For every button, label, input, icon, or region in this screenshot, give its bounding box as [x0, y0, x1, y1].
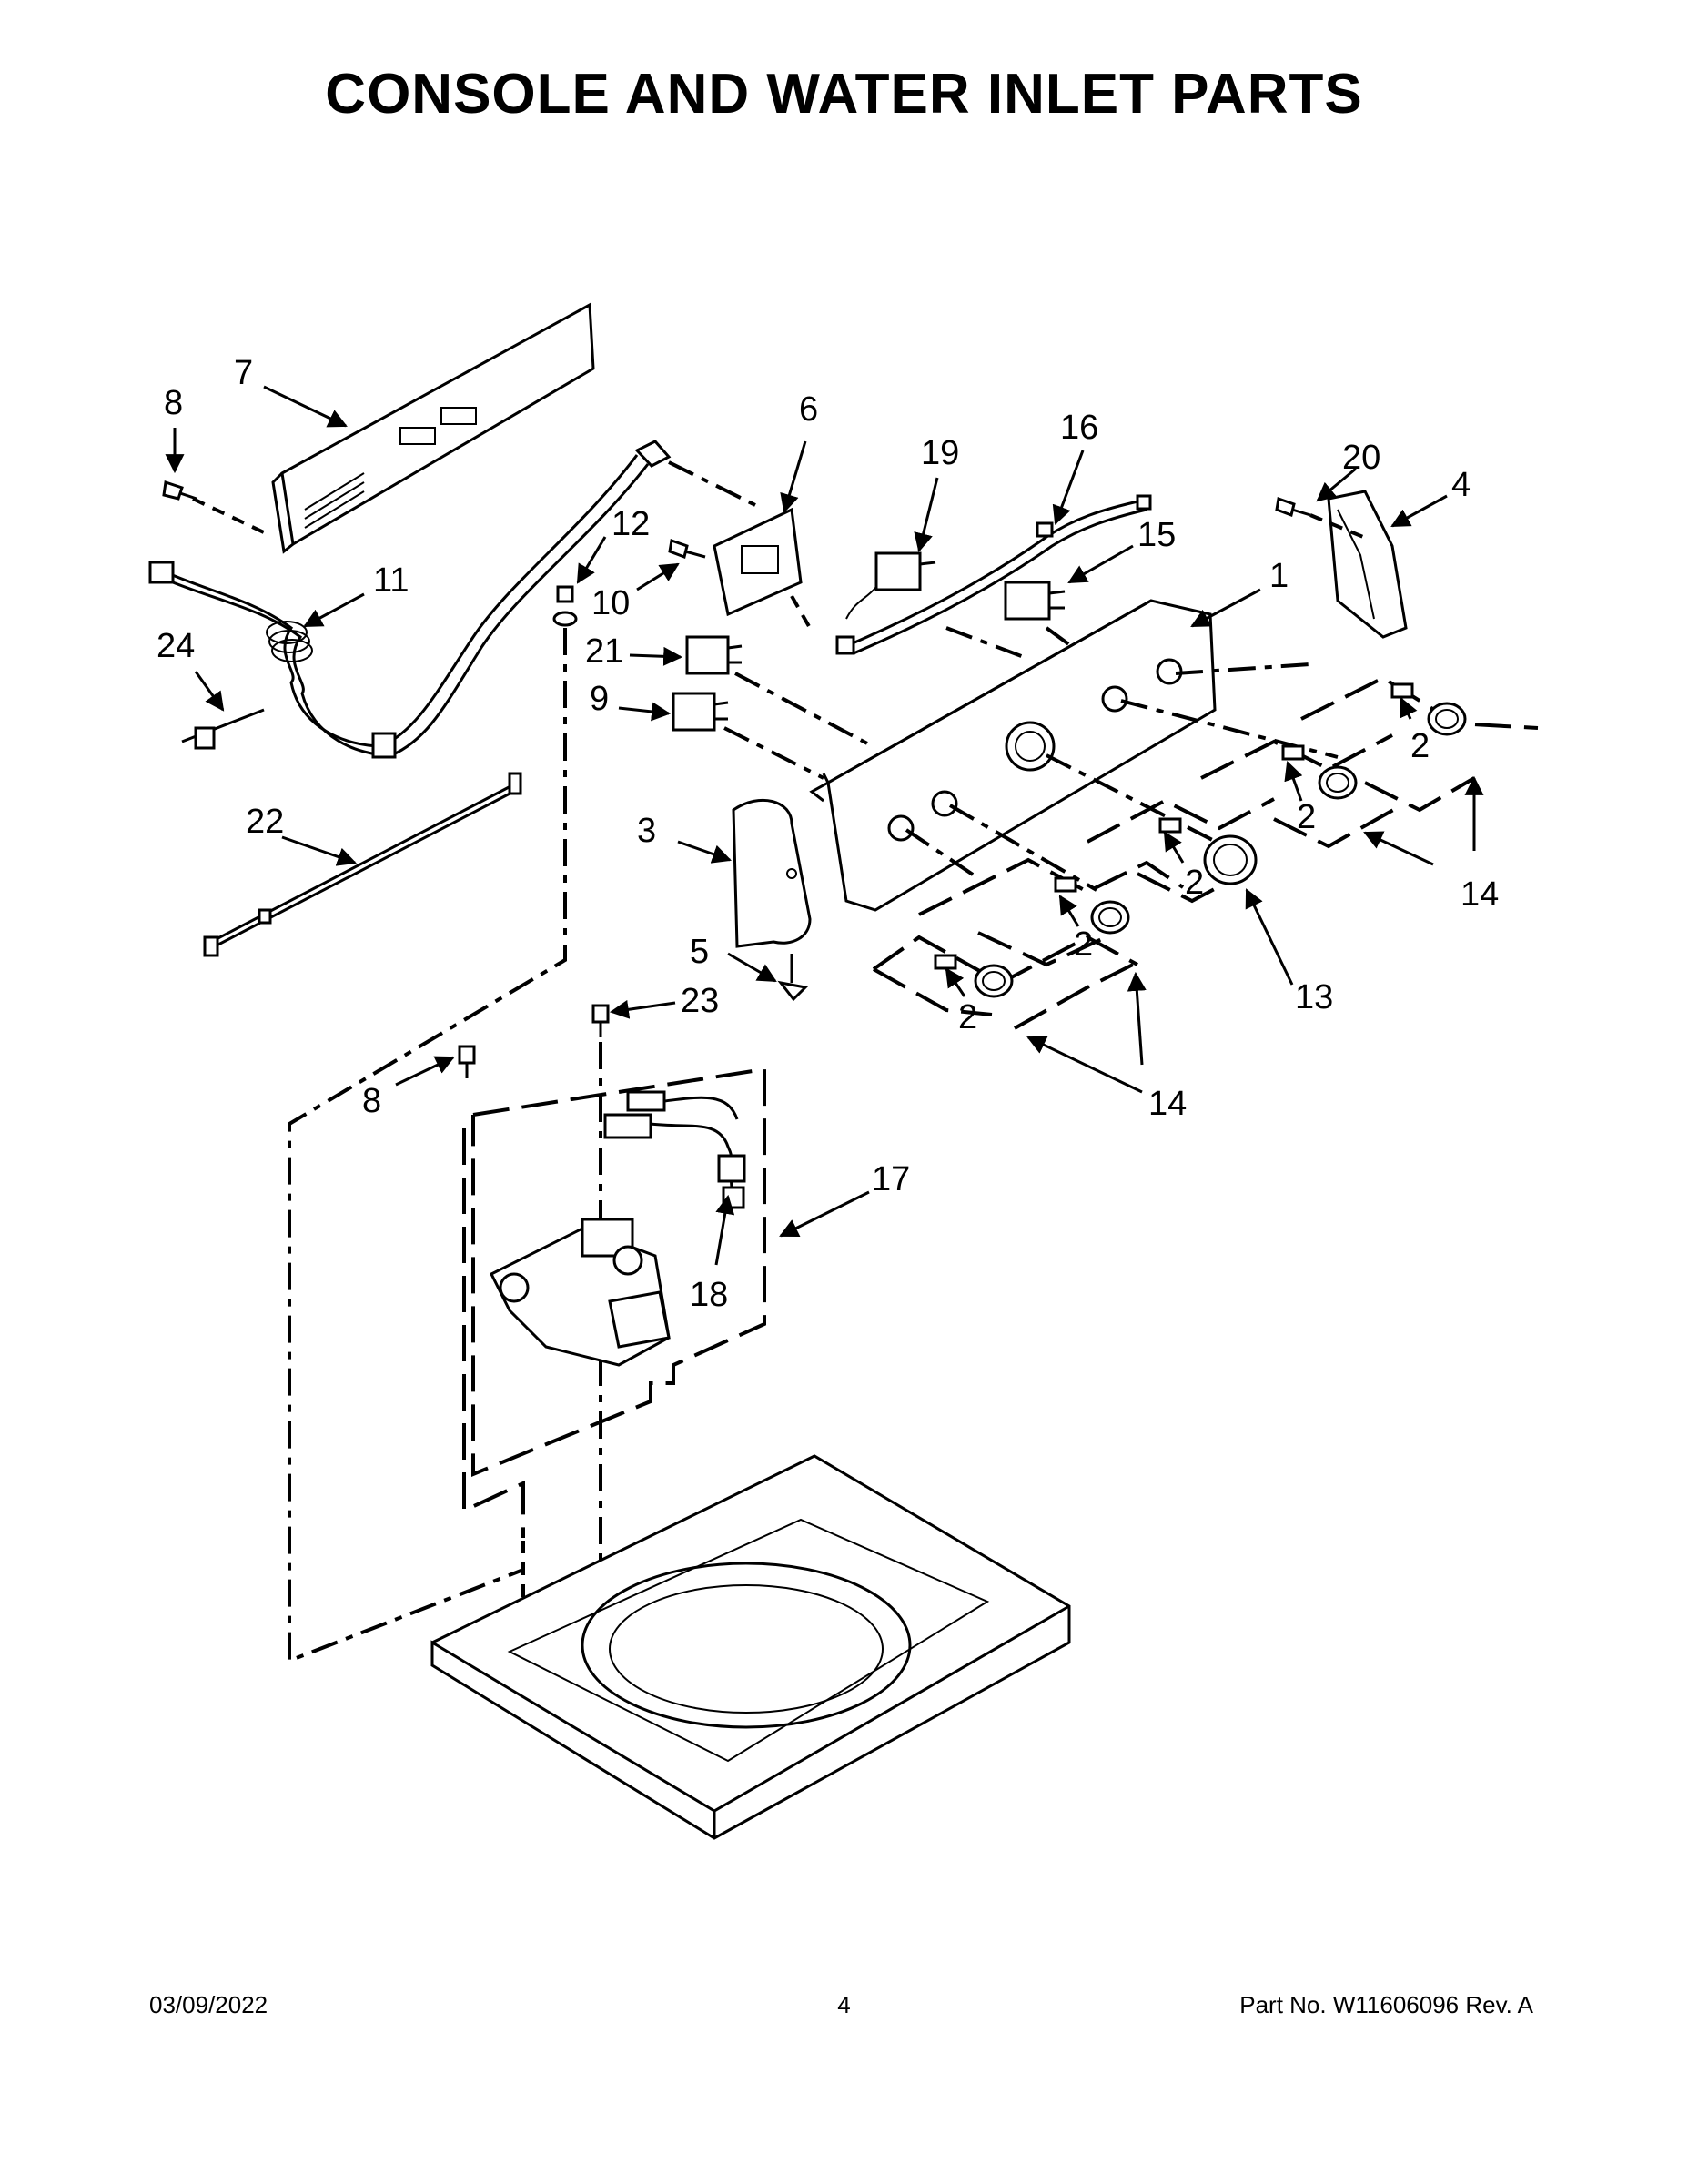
screw-10: [668, 538, 706, 559]
console-end-cap-4: [1327, 490, 1408, 639]
clip-5: [777, 954, 809, 1002]
callout-2-e: 2: [1410, 727, 1430, 765]
screw-20: [1275, 496, 1311, 517]
footer-part-number: Part No. W11606096 Rev. A: [1239, 1991, 1533, 2018]
harness-16: [835, 494, 1152, 655]
callout-10: 10: [591, 584, 630, 622]
screw-top-left: [162, 480, 197, 500]
callout-15: 15: [1137, 516, 1176, 554]
control-board: [713, 507, 803, 617]
callout-8-bottom: 8: [362, 1082, 381, 1120]
knob-set-14-right: [1200, 733, 1402, 849]
wire-harness: [203, 772, 522, 957]
callout-13: 13: [1295, 978, 1333, 1016]
rear-panel-bracket: [271, 302, 595, 554]
valve-wire-harness: [603, 1090, 746, 1209]
callout-11: 11: [373, 561, 409, 600]
callout-14-bottom: 14: [1148, 1085, 1187, 1123]
callout-22: 22: [246, 803, 284, 841]
power-cord: [148, 440, 672, 759]
callout-17: 17: [872, 1160, 910, 1198]
console-panel: [809, 599, 1217, 912]
callout-2-d: 2: [1297, 798, 1316, 836]
callout-1: 1: [1269, 557, 1289, 595]
callout-2-a: 2: [958, 998, 977, 1036]
leader-arrows: [165, 385, 1484, 1266]
callout-20: 20: [1342, 439, 1380, 477]
knob-set-14-mid-left: [918, 857, 1185, 967]
callout-4: 4: [1451, 466, 1471, 504]
knob-shaft-lines: [905, 662, 1339, 892]
callout-7: 7: [234, 354, 253, 392]
callout-16: 16: [1060, 409, 1098, 447]
callout-23: 23: [681, 982, 719, 1020]
callout-18: 18: [690, 1276, 728, 1314]
screw-23: [591, 1004, 610, 1037]
callout-2-b: 2: [1074, 925, 1093, 964]
callout-19: 19: [921, 434, 959, 472]
callout-6: 6: [799, 390, 818, 429]
callout-12: 12: [612, 505, 650, 543]
console-end-cap-3: [732, 798, 812, 948]
callout-9: 9: [590, 680, 609, 718]
page-title: CONSOLE AND WATER INLET PARTS: [325, 63, 1363, 126]
cable-tie: [181, 708, 265, 750]
screw-bottom-left: [458, 1045, 476, 1078]
callout-3: 3: [637, 812, 656, 850]
ground-screw: [552, 585, 578, 627]
callout-labels: 7 8 6 19 16 20 4 15 1 12 11 10 24 21 9 2…: [157, 354, 1499, 1314]
callout-21: 21: [585, 632, 623, 671]
switch-9: [672, 692, 729, 732]
washer-top-cabinet: [430, 1454, 1071, 1840]
water-inlet-valve: [489, 1218, 671, 1367]
callout-8-top: 8: [164, 384, 183, 422]
callout-2-c: 2: [1185, 864, 1204, 902]
switch-19: [845, 551, 936, 620]
switch-15: [1004, 581, 1066, 621]
callout-24: 24: [157, 627, 195, 665]
knob-set-14-far-right: [1300, 675, 1539, 813]
footer-date: 03/09/2022: [149, 1991, 268, 2018]
footer-page-number: 4: [837, 1991, 851, 2018]
water-inlet-group-box: [471, 1067, 766, 1477]
callout-14-right: 14: [1461, 875, 1499, 914]
switch-21: [685, 635, 743, 675]
knob-set-14-left: [872, 935, 1138, 1030]
knob-set-14-center: [1087, 797, 1275, 904]
callout-5: 5: [690, 933, 709, 971]
